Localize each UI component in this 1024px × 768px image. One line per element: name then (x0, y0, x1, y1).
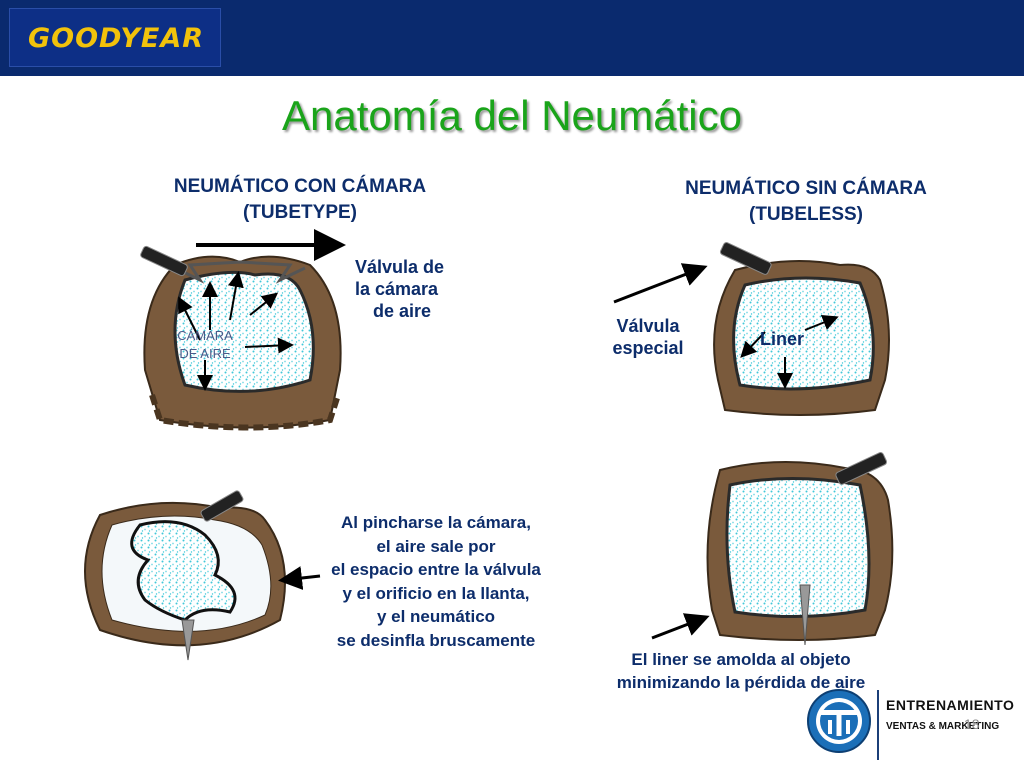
tubetype-valve (140, 245, 188, 277)
left-heading: NEUMÁTICO CON CÁMARA (TUBETYPE) (100, 174, 500, 226)
tubetype-tread (149, 394, 341, 431)
right-heading-line-2: (TUBELESS) (749, 204, 863, 225)
brand-separator (877, 690, 879, 760)
tubeless-puncture-nail (799, 584, 811, 646)
puncture-line-4: y el orificio en la llanta, (342, 583, 530, 603)
tubeless-liner (732, 276, 875, 391)
tubeless-punctured-valve (835, 452, 888, 485)
right-heading: NEUMÁTICO SIN CÁMARA (TUBELESS) (606, 176, 1006, 228)
header-bar: GOODYEAR (0, 0, 1024, 76)
tubeless-punctured-liner (725, 477, 871, 619)
liner-line-1: El liner se amolda al objeto (631, 650, 851, 669)
puncture-line-1: Al pincharse la cámara, (341, 513, 531, 532)
chamber-label: CÁMARA DE AIRE (168, 327, 242, 363)
left-heading-line-1: NEUMÁTICO CON CÁMARA (173, 176, 427, 197)
liner-explanation: El liner se amolda al objeto minimizando… (586, 648, 896, 694)
right-heading-line-1: NEUMÁTICO SIN CÁMARA (685, 178, 927, 199)
puncture-line-2: el aire sale por (376, 536, 496, 556)
puncture-line-5: y el neumático (376, 607, 496, 626)
tubetype-pressure-arrows (178, 271, 294, 391)
tubetype-tire (140, 229, 346, 431)
training-emblem-icon (807, 689, 871, 753)
liner-line-2: minimizando la pérdida de aire (616, 673, 866, 692)
goodyear-logo: GOODYEAR (9, 8, 221, 67)
tubetype-valve-label-line-3: de aire (373, 301, 432, 321)
page-title: Anatomía del Neumático (282, 92, 742, 139)
tubeless-valve-arrow (613, 263, 708, 304)
deflated-tube (130, 520, 237, 622)
tubeless-puncture-arrow (651, 613, 710, 640)
puncture-nail (181, 619, 195, 661)
tubeless-valve-label-line-2: especial (612, 338, 684, 358)
tubetype-rim (174, 260, 306, 284)
tubetype-valve-label-line-1: Válvula de (355, 257, 445, 277)
chamber-label-line-1: CÁMARA (177, 328, 233, 343)
logo-text: GOODYEAR (27, 23, 205, 54)
tubeless-tire (613, 242, 890, 416)
liner-arrows (740, 315, 839, 389)
tubeless-valve (719, 242, 772, 275)
brand-name: ENTRENAMIENTO (886, 697, 1015, 713)
puncture-arrow (278, 566, 321, 590)
chamber-label-line-2: DE AIRE (179, 346, 231, 361)
puncture-line-3: el espacio entre la válvula (331, 560, 541, 579)
page-number: 18 (964, 716, 980, 732)
punctured-tube-tire (84, 490, 321, 661)
punctured-valve (200, 490, 244, 522)
tubetype-valve-label-line-2: la cámara (355, 279, 439, 299)
puncture-explanation: Al pincharse la cámara, el aire sale por… (296, 511, 576, 652)
tubeless-valve-label: Válvula especial (596, 315, 700, 359)
tubeless-punctured-tire (651, 452, 894, 646)
liner-label: Liner (760, 329, 805, 349)
tubeless-valve-label-line-1: Válvula (616, 316, 680, 336)
left-heading-line-2: (TUBETYPE) (243, 202, 357, 223)
tubetype-valve-label: Válvula de la cámara de aire (345, 256, 465, 322)
brand-subtitle: VENTAS & MARKETING (886, 721, 1000, 732)
puncture-line-6: se desinfla bruscamente (336, 630, 536, 650)
